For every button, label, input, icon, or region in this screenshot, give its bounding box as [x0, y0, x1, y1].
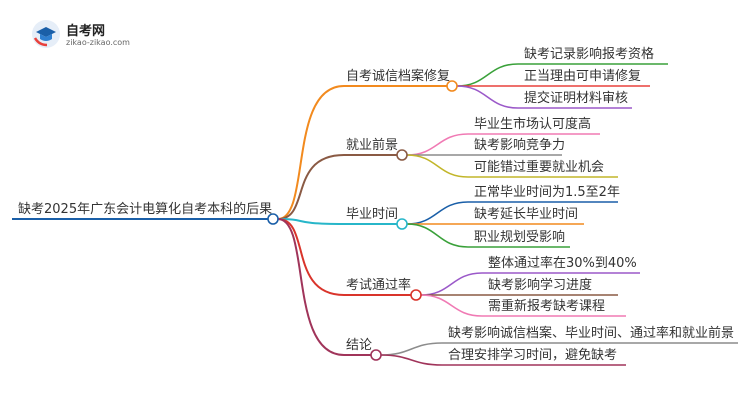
leaf-connector-0-2: [456, 85, 519, 109]
branch-label-4: 结论: [346, 338, 373, 353]
logo-title: 自考网: [66, 24, 106, 39]
leaf-connector-3-0: [420, 272, 483, 296]
leaf-connector-4-0: [380, 342, 443, 356]
leaf-label-4-0: 缺考影响诚信档案、毕业时间、通过率和就业前景: [448, 326, 735, 341]
leaf-label-0-0: 缺考记录影响报考资格: [524, 47, 655, 62]
branch-label-0: 自考诚信档案修复: [346, 69, 451, 84]
leaf-connector-1-2: [406, 154, 469, 178]
branch-connector-2: [277, 218, 345, 225]
leaf-label-2-2: 职业规划受影响: [474, 230, 566, 245]
branch-connector-3: [277, 218, 345, 296]
leaf-label-3-1: 缺考影响学习进度: [488, 278, 593, 293]
leaf-connector-1-0: [406, 133, 469, 156]
leaf-connector-0-0: [456, 63, 519, 87]
leaf-connector-3-2: [420, 294, 483, 317]
branch-node-3: [410, 289, 422, 301]
root-node: [267, 213, 279, 225]
root-topic-label: 缺考2025年广东会计电算化自考本科的后果: [18, 202, 273, 217]
site-logo: 自考网 zikao-zikao.com: [30, 18, 150, 52]
branch-node-2: [396, 218, 408, 230]
leaf-label-1-2: 可能错过重要就业机会: [474, 160, 605, 175]
branch-connector-4: [277, 218, 345, 356]
leaf-label-0-2: 提交证明材料审核: [524, 91, 629, 106]
branch-connector-0: [277, 85, 345, 220]
leaf-label-3-2: 需重新报考缺考课程: [488, 299, 606, 314]
branch-node-1: [396, 149, 408, 161]
branch-label-2: 毕业时间: [346, 207, 399, 222]
leaf-connector-4-1: [380, 354, 443, 366]
leaf-label-0-1: 正当理由可申请修复: [524, 69, 642, 84]
leaf-label-1-0: 毕业生市场认可度高: [474, 117, 592, 132]
logo-url: zikao-zikao.com: [66, 38, 130, 47]
graduation-cap-logo-icon: [32, 20, 60, 48]
leaf-label-2-1: 缺考延长毕业时间: [474, 207, 579, 222]
leaf-label-1-1: 缺考影响竞争力: [474, 138, 566, 153]
branch-node-4: [370, 349, 382, 361]
branch-label-3: 考试通过率: [346, 278, 412, 293]
leaf-connector-2-0: [406, 201, 469, 225]
leaf-label-2-0: 正常毕业时间为1.5至2年: [474, 185, 620, 200]
leaf-label-3-0: 整体通过率在30%到40%: [488, 256, 637, 271]
branch-connector-1: [277, 154, 345, 220]
branch-label-1: 就业前景: [346, 138, 399, 153]
leaf-connector-2-2: [406, 223, 469, 248]
branch-node-0: [446, 80, 458, 92]
leaf-label-4-1: 合理安排学习时间，避免缺考: [448, 348, 618, 363]
